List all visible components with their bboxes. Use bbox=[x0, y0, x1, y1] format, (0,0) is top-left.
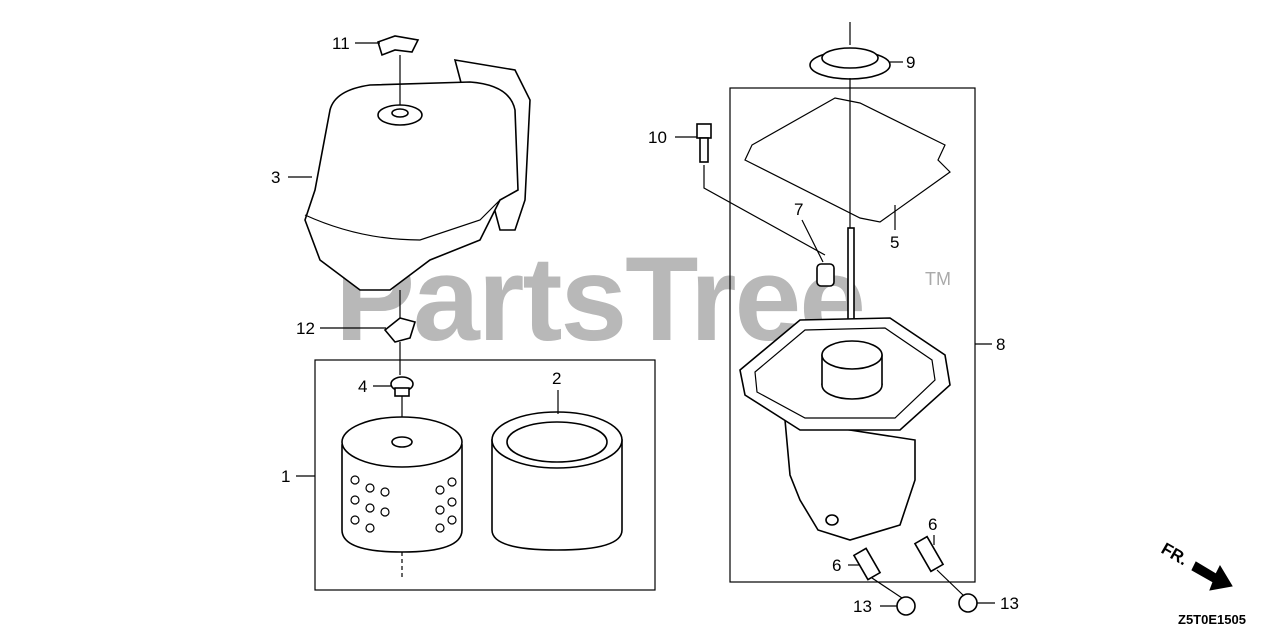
part-9-seal[interactable] bbox=[809, 47, 891, 80]
part-7-collar[interactable] bbox=[816, 263, 835, 287]
callout-8: 8 bbox=[996, 335, 1005, 354]
front-direction-arrow-icon: FR. bbox=[1158, 539, 1233, 591]
assembly-box-1 bbox=[314, 359, 656, 591]
callout-1: 1 bbox=[281, 467, 290, 486]
callout-4: 4 bbox=[358, 377, 367, 396]
part-8-air-cleaner-case[interactable] bbox=[739, 317, 951, 541]
part-6-tube-b[interactable] bbox=[913, 535, 945, 573]
callout-10: 10 bbox=[648, 128, 667, 147]
callout-5: 5 bbox=[890, 233, 899, 252]
part-11-wing-nut[interactable] bbox=[377, 35, 420, 57]
direction-label: FR. bbox=[1158, 539, 1191, 569]
trademark: TM bbox=[925, 269, 951, 289]
callout-6b: 6 bbox=[832, 556, 841, 575]
diagram-code: Z5T0E1505 bbox=[1178, 612, 1246, 627]
part-10-bolt[interactable] bbox=[696, 123, 712, 163]
part-12-wing-nut[interactable] bbox=[383, 317, 417, 343]
callout-12: 12 bbox=[296, 319, 315, 338]
part-3-air-cleaner-cover[interactable] bbox=[304, 59, 531, 291]
part-13-cap-b[interactable] bbox=[958, 593, 978, 613]
part-5-gasket[interactable] bbox=[744, 97, 951, 223]
callout-11: 11 bbox=[332, 34, 350, 53]
callout-13a: 13 bbox=[853, 597, 872, 616]
callout-6a: 6 bbox=[928, 515, 937, 534]
callout-13b: 13 bbox=[1000, 594, 1019, 613]
callout-3: 3 bbox=[271, 168, 280, 187]
callout-2: 2 bbox=[552, 369, 561, 388]
callout-7: 7 bbox=[794, 200, 803, 219]
part-1-air-filter-element[interactable] bbox=[341, 416, 463, 553]
part-4-grommet[interactable] bbox=[390, 376, 414, 397]
callout-9: 9 bbox=[906, 53, 915, 72]
part-6-tube-a[interactable] bbox=[852, 547, 882, 581]
part-13-cap-a[interactable] bbox=[896, 596, 916, 616]
assembly-box-8 bbox=[729, 87, 976, 583]
part-2-foam-element[interactable] bbox=[491, 411, 623, 551]
